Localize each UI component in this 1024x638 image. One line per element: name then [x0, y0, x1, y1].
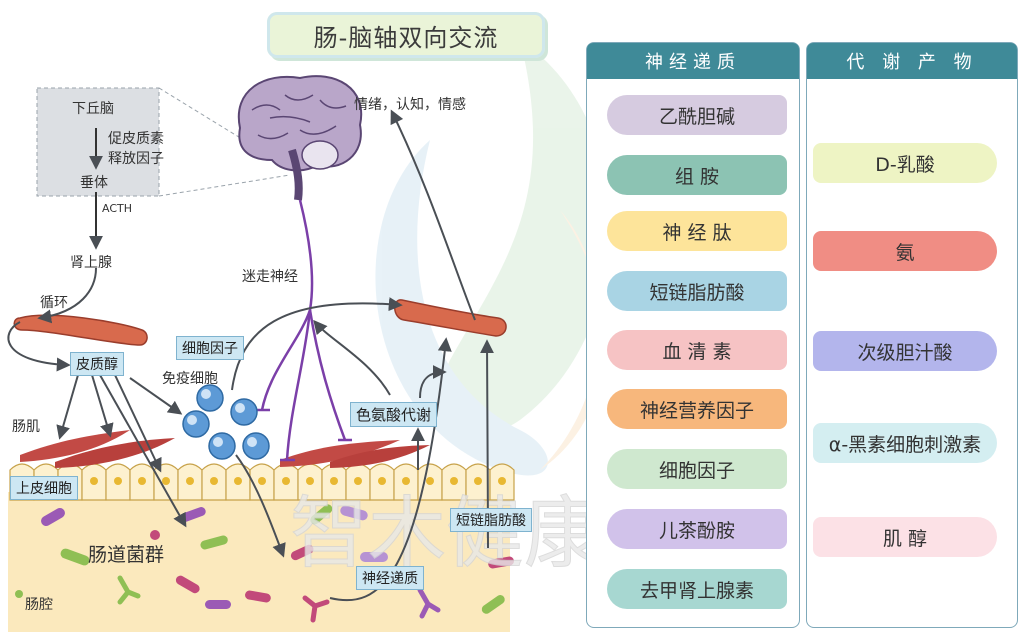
panel-item: 细胞因子: [607, 449, 787, 489]
immune-cell-highlight: [247, 437, 257, 447]
cortisol-label: 皮质醇: [70, 352, 124, 376]
metabolite-panel-header: 代 谢 产 物: [807, 43, 1017, 79]
diagram-title: 肠-脑轴双向交流: [267, 12, 545, 58]
acth-label: ACTH: [102, 202, 133, 215]
gut-muscle-fibers: [20, 430, 430, 468]
cell-nucleus: [282, 477, 290, 485]
immune-cell: [242, 432, 270, 460]
cell-nucleus: [474, 477, 482, 485]
cell-nucleus: [234, 477, 242, 485]
immune-cell: [196, 384, 224, 412]
panel-item: 次级胆汁酸: [813, 331, 997, 371]
brain-illustration: [237, 75, 363, 201]
immune-cells: [182, 384, 270, 460]
panel-item: 血 清 素: [607, 330, 787, 370]
cell-nucleus: [138, 477, 146, 485]
immune-cell-highlight: [213, 437, 223, 447]
pituitary-label: 垂体: [80, 175, 108, 191]
epithelium-label: 上皮细胞: [10, 476, 78, 500]
immune-cells-label: 免疫细胞: [162, 371, 218, 387]
crh-label-line1: 促皮质素: [108, 131, 164, 147]
circulation-label: 循环: [40, 295, 68, 311]
cell-nucleus: [450, 477, 458, 485]
cell-nucleus: [258, 477, 266, 485]
lumen-label: 肠腔: [25, 597, 53, 613]
crh-label-line2: 释放因子: [108, 151, 164, 167]
panel-item: 去甲肾上腺素: [607, 569, 787, 609]
gut-bacteria: [15, 504, 514, 623]
cell-nucleus: [186, 477, 194, 485]
scfa-label: 短链脂肪酸: [450, 508, 532, 532]
hypothalamus-box: [36, 87, 160, 197]
cell-nucleus: [378, 477, 386, 485]
immune-cell-highlight: [235, 403, 245, 413]
microbiota-label: 肠道菌群: [88, 544, 165, 566]
cell-nucleus: [306, 477, 314, 485]
hypothalamus-label: 下丘脑: [72, 101, 114, 117]
cell-nucleus: [402, 477, 410, 485]
emotion-label: 情绪，认知，情感: [354, 97, 466, 113]
cell-nucleus: [426, 477, 434, 485]
cell-nucleus: [162, 477, 170, 485]
cell-nucleus: [354, 477, 362, 485]
panel-item: 短链脂肪酸: [607, 271, 787, 311]
immune-cell: [182, 410, 210, 438]
immune-cell: [230, 398, 258, 426]
blood-vessel-right: [394, 299, 507, 337]
neurotransmitter-label: 神经递质: [356, 566, 424, 590]
cell-nucleus: [498, 477, 506, 485]
panel-item: α-黑素细胞刺激素: [813, 423, 997, 463]
panel-item: 组 胺: [607, 155, 787, 195]
panel-item: 神经营养因子: [607, 389, 787, 429]
panel-item: D-乳酸: [813, 143, 997, 183]
panel-item: 肌 醇: [813, 517, 997, 557]
cell-nucleus: [330, 477, 338, 485]
neurotransmitter-panel-header: 神经递质: [587, 43, 799, 79]
cell-nucleus: [114, 477, 122, 485]
panel-item: 儿茶酚胺: [607, 509, 787, 549]
gut-muscle-label: 肠肌: [12, 419, 40, 435]
metabolite-panel: 代 谢 产 物 D-乳酸氨次级胆汁酸 α-黑素细胞刺激素肌 醇: [806, 42, 1018, 628]
tryptophan-label: 色氨酸代谢: [350, 402, 438, 427]
blood-vessel-left: [13, 314, 148, 346]
immune-cell-highlight: [187, 415, 197, 425]
immune-cell: [208, 432, 236, 460]
cytokine-label: 细胞因子: [176, 336, 244, 360]
vagus-nerve: [255, 199, 352, 462]
cell-nucleus: [90, 477, 98, 485]
watermark: 智木健康: [290, 489, 602, 579]
panel-item: 氨: [813, 231, 997, 271]
panel-item: 乙酰胆碱: [607, 95, 787, 135]
neurotransmitter-panel: 神经递质 乙酰胆碱组 胺神 经 肽短链脂肪酸血 清 素神经营养因子细胞因子儿茶酚…: [586, 42, 800, 628]
immune-cell-highlight: [201, 389, 211, 399]
panel-item: 神 经 肽: [607, 211, 787, 251]
cell-nucleus: [210, 477, 218, 485]
vagus-nerve-label: 迷走神经: [242, 269, 298, 285]
adrenal-label: 肾上腺: [70, 255, 112, 271]
